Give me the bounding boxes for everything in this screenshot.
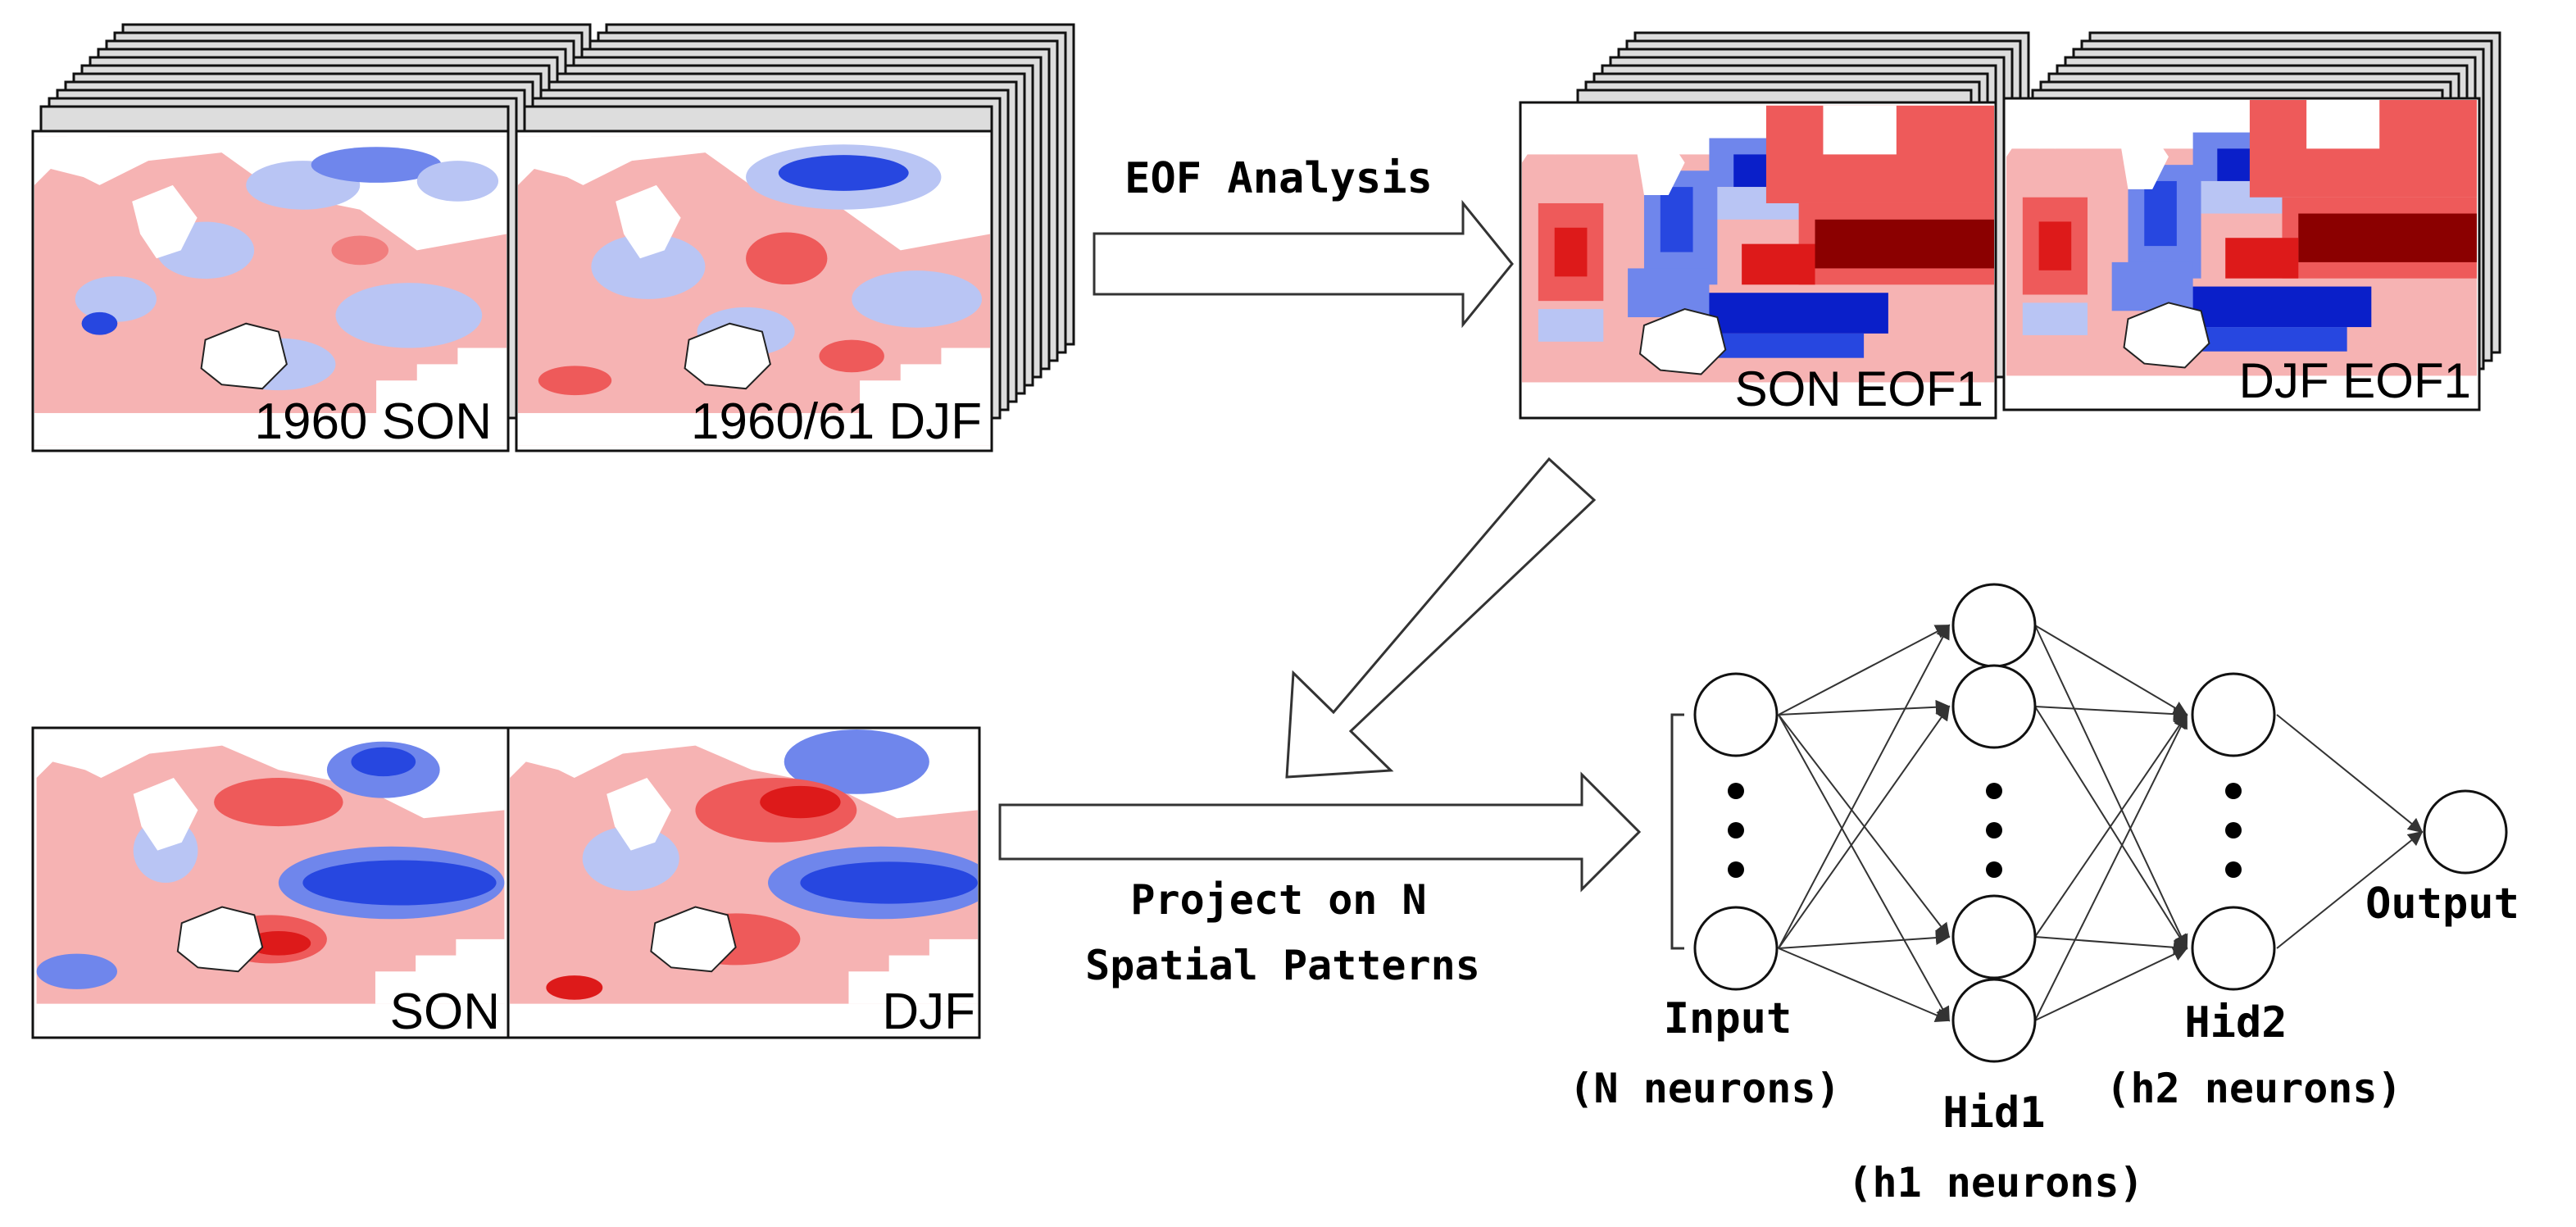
- map-son-projected: SON: [31, 726, 510, 1040]
- eof-arrow: [1093, 199, 1514, 329]
- ellipsis-dot: [2225, 822, 2242, 838]
- ellipsis-dot: [1728, 861, 1744, 878]
- input-bracket: [1670, 713, 1684, 950]
- map-son-eof1: SON EOF1: [1519, 101, 1997, 420]
- hid1-neuron: [1951, 664, 2037, 749]
- projection-diagonal-arrow: [1285, 457, 1597, 779]
- label-djf-projected: DJF: [882, 984, 975, 1040]
- map-djf-projected: DJF: [507, 726, 981, 1040]
- eof-analysis-step: EOF Analysis: [1093, 154, 1514, 329]
- hid1-neuron: [1951, 894, 2037, 979]
- label-1960-61-djf: 1960/61 DJF: [691, 393, 982, 450]
- project-arrow: [998, 771, 1642, 893]
- map-1960-son: 1960 SON: [31, 130, 510, 452]
- output-layer: [2423, 789, 2508, 875]
- label-djf-eof1: DJF EOF1: [2239, 353, 2471, 408]
- hid2-neuron: [2191, 906, 2276, 991]
- hid1-neuron: [1951, 583, 2037, 668]
- label-1960-son: 1960 SON: [254, 393, 492, 450]
- hid1-neuron: [1951, 978, 2037, 1063]
- hid1-label: Hid1: [1942, 1088, 2045, 1138]
- ellipsis-dot: [1986, 783, 2002, 799]
- map-1960-61-djf: 1960/61 DJF: [515, 130, 993, 452]
- eof-map-stack: SON EOF1 DJF EOF1: [1519, 31, 2501, 420]
- hid2-sub-label: (h2 neurons): [2106, 1065, 2401, 1112]
- hid1-sub-label: (h1 neurons): [1847, 1159, 2143, 1207]
- ellipsis-dot: [1728, 822, 1744, 838]
- project-label-line1: Project on N: [1130, 876, 1426, 924]
- ellipsis-dot: [2225, 861, 2242, 878]
- input-neuron: [1693, 906, 1779, 991]
- yearly-map-stack: 1960 SON 1960/61 DJF: [31, 23, 1075, 452]
- eof-analysis-label: EOF Analysis: [1124, 154, 1433, 203]
- input-layer: [1693, 672, 1779, 991]
- hid2-label: Hid2: [2184, 998, 2287, 1047]
- neural-network: Input (N neurons) Hid1 (h1 neurons) Hid2…: [1569, 583, 2519, 1207]
- input-label: Input: [1664, 994, 1792, 1043]
- ellipsis-dot: [2225, 783, 2242, 799]
- hid2-neuron: [2191, 672, 2276, 757]
- output-label: Output: [2365, 879, 2519, 929]
- ellipsis-dot: [1728, 783, 1744, 799]
- map-djf-eof1: DJF EOF1: [2002, 97, 2481, 411]
- label-son-eof1: SON EOF1: [1735, 361, 1983, 416]
- projected-maps: SON DJF: [31, 726, 981, 1040]
- hidden-layer-2: [2191, 672, 2276, 991]
- project-step: Project on N Spatial Patterns: [998, 771, 1642, 989]
- label-son-projected: SON: [390, 984, 500, 1040]
- ellipsis-dot: [1986, 861, 2002, 878]
- input-neuron: [1693, 672, 1779, 757]
- output-neuron: [2423, 789, 2508, 875]
- input-sub-label: (N neurons): [1569, 1065, 1840, 1112]
- connections: [1778, 624, 2424, 1022]
- ellipsis-dot: [1986, 822, 2002, 838]
- hidden-layer-1: [1951, 583, 2037, 1063]
- project-label-line2: Spatial Patterns: [1085, 942, 1480, 989]
